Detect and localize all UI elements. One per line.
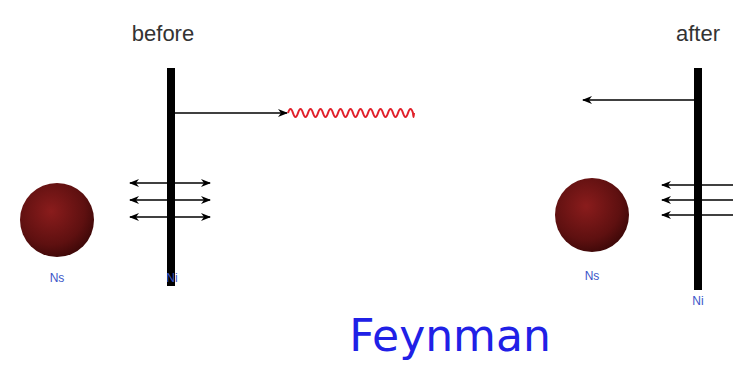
recoil-arrow [583,99,694,101]
momentum-arrow [175,112,287,114]
photon-wave [288,109,414,117]
source-sphere [555,178,629,252]
oscillation-arrows [130,183,210,217]
symbol-label: Ni [692,295,703,308]
mirror-bar [167,68,175,286]
mirror-bar [694,68,702,290]
symbol-label: Ns [50,272,65,285]
symbol-label: Ni [166,272,177,285]
source-sphere [20,183,94,257]
caption-name: Feynman [349,312,551,360]
symbol-label: Ns [585,270,600,283]
panel-heading: before [132,22,194,46]
panel-heading: after [676,22,720,46]
oscillation-arrows [662,185,733,215]
